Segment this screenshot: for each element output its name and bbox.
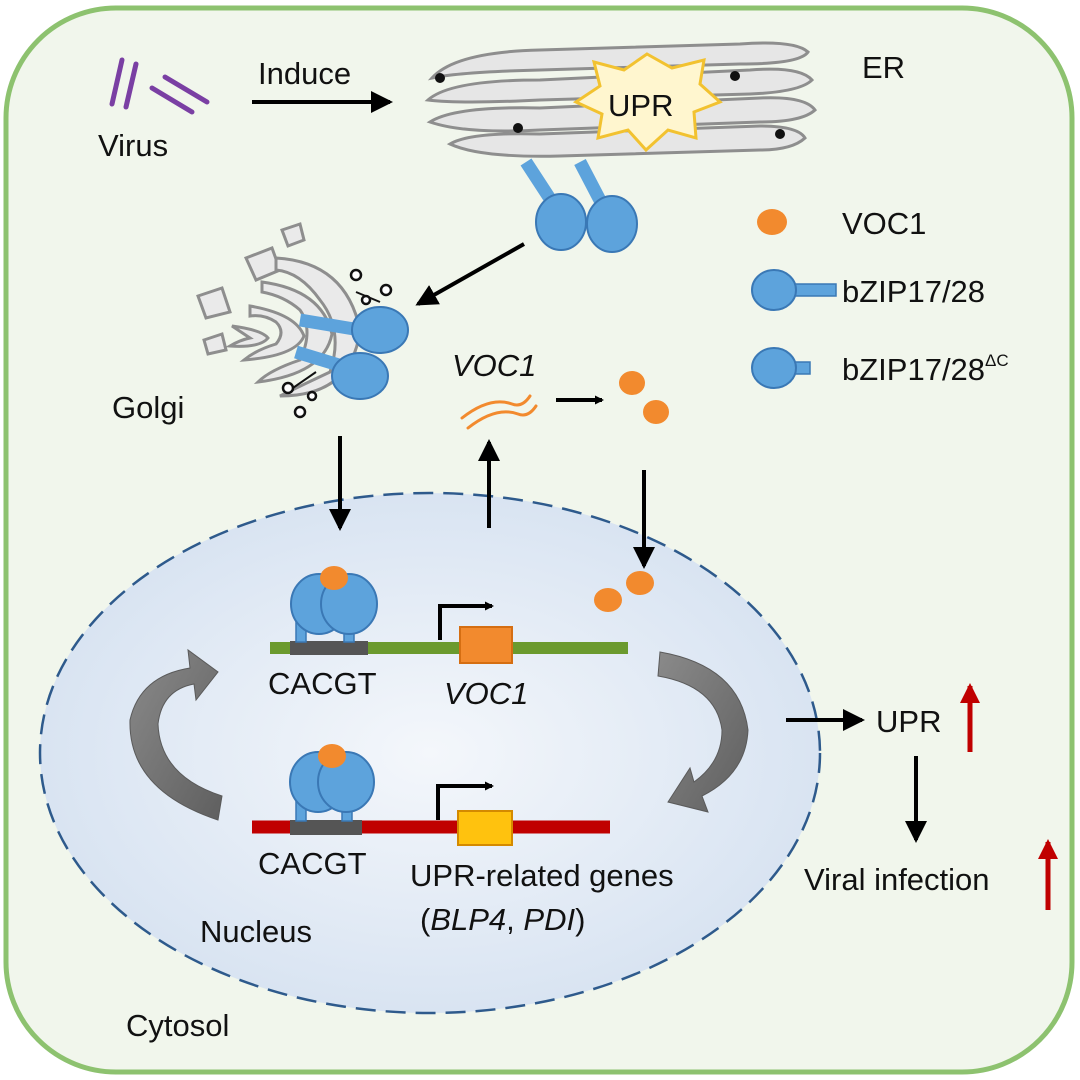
bzip-er-proteins	[520, 158, 638, 253]
er-label: ER	[862, 50, 905, 85]
legend-bzip-icon	[751, 269, 837, 311]
golgi-label: Golgi	[112, 390, 184, 425]
upr-output-label: UPR	[876, 704, 941, 739]
upr-genes-label: UPR-related genes	[410, 858, 674, 893]
nucleus-envelope	[38, 491, 822, 1015]
cacgt-top-label: CACGT	[268, 666, 377, 701]
viral-infection-label: Viral infection	[804, 862, 990, 897]
er-to-golgi-arrow	[415, 242, 525, 306]
legend-bzip-label: bZIP17/28	[842, 274, 985, 309]
ribosome-dots	[435, 71, 785, 139]
induce-label: Induce	[258, 56, 351, 91]
upr-er-label: UPR	[608, 88, 673, 123]
voc1-gene-label: VOC1	[444, 676, 528, 711]
legend-voc1-label: VOC1	[842, 206, 926, 241]
virus-icon	[109, 57, 210, 115]
bzip-golgi-proteins	[294, 306, 409, 400]
voc1-mrna-label: VOC1	[452, 348, 536, 383]
virus-label: Virus	[98, 128, 168, 163]
legend-voc1-icon	[757, 209, 787, 235]
upr-gene-complex	[252, 744, 610, 846]
legend: VOC1 bZIP17/28 bZIP17/28ΔC	[751, 206, 1009, 389]
upr-burst-icon	[572, 52, 723, 153]
golgi-vesicles	[281, 268, 393, 419]
cacgt-bottom-label: CACGT	[258, 846, 367, 881]
nucleus-label: Nucleus	[200, 914, 312, 949]
legend-bzip-dc-label: bZIP17/28ΔC	[842, 351, 1009, 387]
feedback-cycle-arrows	[129, 648, 749, 821]
cytosol-label: Cytosol	[126, 1008, 229, 1043]
voc1-cytosol-proteins	[619, 371, 669, 424]
legend-bzip-dc-icon	[751, 347, 811, 389]
upr-genes-examples: (BLP4, PDI)	[420, 902, 585, 937]
voc1-gene-complex	[270, 566, 628, 664]
voc1-nuclear-proteins	[594, 571, 654, 612]
voc1-mrna-icon	[460, 394, 538, 430]
